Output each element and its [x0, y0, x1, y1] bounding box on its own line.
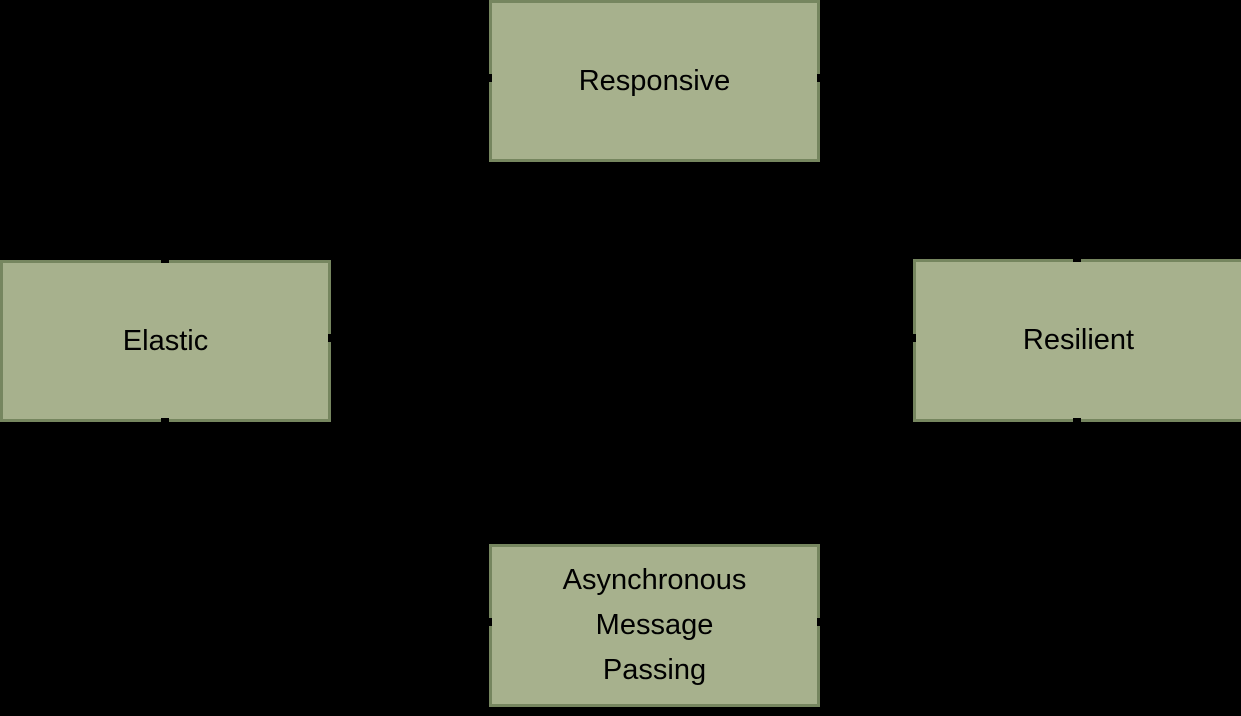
connector-stub: [161, 258, 169, 263]
connector-stub: [1073, 418, 1081, 423]
connector-stub: [1073, 257, 1081, 262]
connector-stub: [910, 334, 916, 342]
node-elastic-label: Elastic: [122, 324, 209, 357]
node-resilient-label: Resilient: [1022, 324, 1135, 357]
connector-stub: [486, 618, 492, 626]
node-responsive-label: Responsive: [578, 64, 731, 97]
node-resilient: Resilient: [913, 259, 1241, 422]
connector-stub: [486, 74, 492, 82]
connector-stub: [328, 334, 334, 342]
connector-stub: [161, 418, 169, 423]
node-message-passing: Asynchronous Message Passing: [489, 544, 820, 707]
node-elastic: Elastic: [0, 260, 331, 422]
node-responsive: Responsive: [489, 0, 820, 162]
connector-stub: [817, 618, 823, 626]
node-message-passing-label: Asynchronous Message Passing: [562, 564, 747, 686]
connector-stub: [817, 74, 823, 82]
